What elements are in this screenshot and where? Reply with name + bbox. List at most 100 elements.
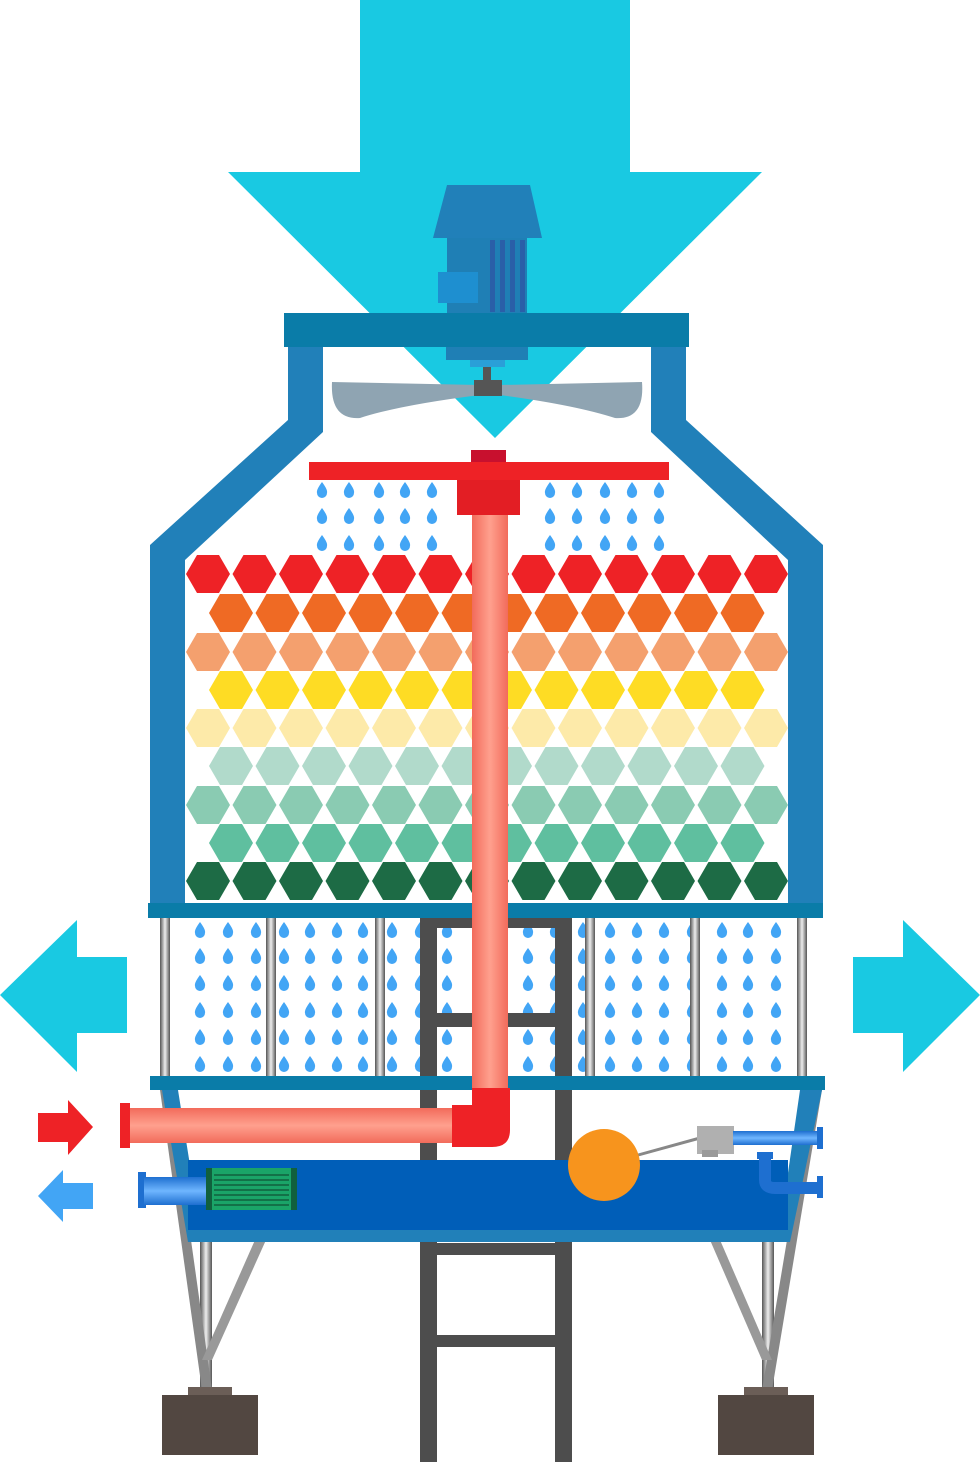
- fill-hexagon: [325, 862, 370, 900]
- fill-hexagon: [372, 555, 416, 593]
- fill-hexagon: [604, 633, 649, 671]
- fill-hexagon: [744, 786, 788, 824]
- water-drop: [278, 948, 290, 964]
- support-post: [690, 918, 700, 1076]
- support-post: [797, 918, 807, 1076]
- water-drop: [716, 948, 728, 964]
- water-drop: [522, 1056, 534, 1072]
- water-drop: [250, 922, 262, 938]
- water-drop: [522, 975, 534, 991]
- water-drop: [343, 482, 355, 498]
- fill-hexagon: [372, 786, 416, 824]
- water-drop: [222, 975, 234, 991]
- fill-hexagon: [674, 671, 718, 709]
- fill-hexagon: [325, 555, 370, 593]
- water-drop: [304, 1002, 316, 1018]
- fill-hexagon: [279, 786, 323, 824]
- fill-hexagon: [418, 862, 463, 900]
- support-post: [266, 918, 276, 1076]
- fill-hexagon: [186, 786, 230, 824]
- water-drop: [653, 508, 665, 524]
- fill-hexagon: [348, 594, 393, 632]
- fill-hexagon: [372, 633, 416, 671]
- fill-hexagon: [511, 633, 556, 671]
- water-drop: [222, 922, 234, 938]
- fill-hexagon: [255, 747, 300, 785]
- water-drop: [604, 1029, 616, 1045]
- air-exhaust-arrow-left: [0, 920, 127, 1072]
- fill-hexagon: [720, 747, 765, 785]
- water-drop: [770, 1029, 782, 1045]
- water-drop: [331, 975, 343, 991]
- water-drop: [441, 1056, 453, 1072]
- float-valve: [697, 1126, 734, 1154]
- outlet-flange: [138, 1172, 146, 1208]
- water-drop: [357, 1056, 369, 1072]
- water-drop: [278, 1056, 290, 1072]
- fill-hexagon: [604, 862, 649, 900]
- cold-water-outlet-pipe: [144, 1177, 210, 1205]
- water-drop: [770, 1002, 782, 1018]
- water-drop: [770, 1056, 782, 1072]
- fill-hexagon: [279, 862, 323, 900]
- water-drop: [544, 482, 556, 498]
- water-drop: [304, 1056, 316, 1072]
- fill-hexagon: [651, 862, 695, 900]
- fill-hexagon: [302, 594, 346, 632]
- float-ball: [568, 1129, 640, 1201]
- foot-right: [744, 1387, 788, 1397]
- water-drop: [194, 948, 206, 964]
- water-drop: [522, 1029, 534, 1045]
- water-drop: [222, 1056, 234, 1072]
- water-drop: [331, 1002, 343, 1018]
- water-drop: [194, 922, 206, 938]
- fill-hexagon: [209, 671, 253, 709]
- fill-hexagon: [697, 633, 742, 671]
- fill-hexagon: [534, 747, 579, 785]
- water-drop: [386, 975, 398, 991]
- support-post: [375, 918, 385, 1076]
- fill-hexagon: [697, 862, 742, 900]
- water-drop: [373, 482, 385, 498]
- water-drop: [716, 1029, 728, 1045]
- water-drop: [194, 1002, 206, 1018]
- fill-hexagon: [186, 709, 230, 747]
- water-drop: [716, 1056, 728, 1072]
- fill-hexagon: [418, 555, 463, 593]
- fill-hexagon: [627, 824, 672, 862]
- water-drop: [604, 922, 616, 938]
- fill-hexagon: [651, 633, 695, 671]
- water-drop: [357, 922, 369, 938]
- water-drop: [626, 508, 638, 524]
- cold-water-out-arrow: [38, 1170, 93, 1222]
- water-drop: [604, 1056, 616, 1072]
- water-drop: [316, 535, 328, 551]
- fill-hexagon: [232, 862, 277, 900]
- water-drop: [304, 922, 316, 938]
- water-drop: [716, 1002, 728, 1018]
- fill-hexagon: [232, 633, 277, 671]
- fill-hexagon: [255, 594, 300, 632]
- fill-hexagon: [581, 747, 625, 785]
- water-drop: [742, 1002, 754, 1018]
- hot-water-inlet-pipe: [128, 1108, 458, 1143]
- water-drop: [386, 1056, 398, 1072]
- fill-hexagon: [674, 824, 718, 862]
- fill-hexagon: [674, 594, 718, 632]
- fill-hexagon: [558, 555, 602, 593]
- water-drop: [331, 1029, 343, 1045]
- water-drop: [357, 1002, 369, 1018]
- water-drop: [441, 975, 453, 991]
- water-drop: [742, 922, 754, 938]
- water-drop: [544, 535, 556, 551]
- water-drop: [194, 1029, 206, 1045]
- water-drop: [631, 922, 643, 938]
- pipe-elbow: [452, 1088, 510, 1147]
- fill-hexagon: [511, 555, 556, 593]
- fill-hexagon: [697, 786, 742, 824]
- water-drop: [742, 975, 754, 991]
- top-plate: [284, 313, 689, 347]
- motor-junction-box: [438, 272, 478, 303]
- hot-water-in-arrow: [38, 1100, 93, 1155]
